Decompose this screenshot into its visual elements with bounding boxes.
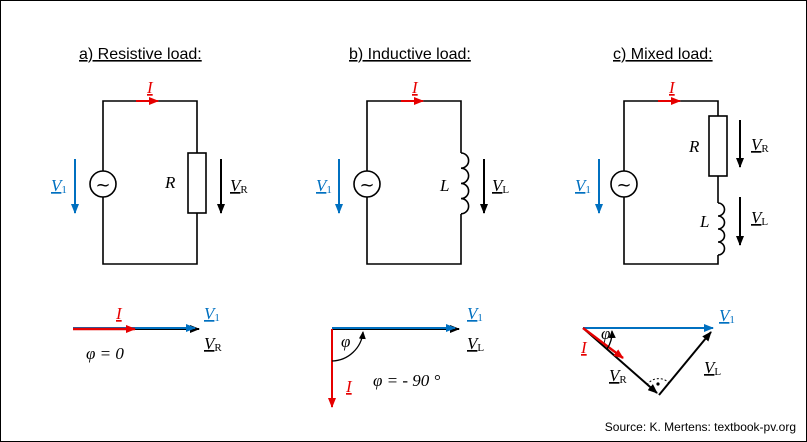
- phasor-vl-arrow-icon: [658, 331, 712, 396]
- current-label: I: [411, 78, 419, 97]
- inductor-icon: [460, 152, 470, 215]
- wire-bottom: [102, 197, 198, 265]
- ac-source-icon: [353, 170, 381, 198]
- source-voltage-label: V1: [575, 176, 591, 196]
- inductor-label: L: [439, 176, 449, 195]
- source-note: Source: K. Mertens: textbook-pv.org: [605, 420, 796, 434]
- phase-angle-arc-icon: [606, 330, 616, 350]
- phase-symbol-label: φ: [341, 332, 350, 351]
- panel-title-resistive: a) Resistive load:: [79, 46, 202, 63]
- source-voltage-label: V1: [316, 176, 332, 196]
- panel-mixed: c) Mixed load: ~ I V1 R VR L VL φ I V1 V…: [575, 46, 769, 396]
- phase-angle-label: φ = - 90 °: [373, 371, 441, 390]
- phasor-vr-arrow-icon: [582, 327, 658, 394]
- panel-resistive: a) Resistive load: ~ I V1 R VR I V1 VR φ…: [51, 46, 248, 363]
- current-label: I: [146, 78, 154, 97]
- panel-title-mixed: c) Mixed load:: [613, 46, 713, 63]
- wire-top: [366, 100, 462, 171]
- ac-source-icon: [89, 170, 117, 198]
- wire-top: [623, 100, 719, 171]
- current-label: I: [668, 78, 676, 97]
- phasor-v1-label: V1: [204, 304, 220, 324]
- phase-angle-label: φ = 0: [86, 344, 124, 363]
- inductor-icon: [717, 202, 726, 256]
- ac-source-glyph: ~: [359, 175, 374, 196]
- phasor-vr-label: VR: [204, 334, 222, 354]
- resistor-icon: [187, 152, 207, 214]
- right-angle-dot-icon: [656, 382, 660, 386]
- phasor-current-label: I: [345, 377, 353, 396]
- phasor-v1-label: V1: [719, 306, 735, 326]
- inductor-voltage-label: VL: [751, 208, 768, 228]
- inductor-voltage-label: VL: [492, 176, 509, 196]
- phasor-vl-label: VL: [467, 334, 484, 354]
- source-voltage-label: V1: [51, 176, 67, 196]
- panel-title-inductive: b) Inductive load:: [349, 46, 471, 63]
- wire-top: [102, 100, 198, 171]
- inductor-label: L: [699, 212, 709, 231]
- phasor-current-label: I: [580, 338, 588, 357]
- phase-angle-arc-icon: [331, 331, 366, 362]
- resistor-voltage-label: VR: [751, 135, 769, 155]
- phasor-vl-label: VL: [704, 358, 721, 378]
- resistor-label: R: [688, 137, 700, 156]
- ac-source-glyph: ~: [616, 175, 631, 196]
- panel-inductive: b) Inductive load: ~ I V1 L VL φ I V1 VL…: [316, 46, 509, 408]
- phase-symbol-label: φ: [601, 324, 610, 343]
- right-angle-arc-icon: [646, 378, 670, 386]
- ac-source-icon: [610, 170, 638, 198]
- wire-bottom: [623, 197, 719, 265]
- resistor-voltage-label: VR: [230, 176, 248, 196]
- phasor-v1-label: V1: [467, 304, 483, 324]
- resistor-icon: [708, 115, 728, 177]
- wire-bottom: [366, 197, 462, 265]
- resistor-label: R: [164, 173, 176, 192]
- phasor-current-label: I: [115, 304, 123, 323]
- phasor-vr-label: VR: [609, 366, 627, 386]
- ac-source-glyph: ~: [95, 175, 110, 196]
- phasor-current-arrow-icon: [582, 327, 624, 359]
